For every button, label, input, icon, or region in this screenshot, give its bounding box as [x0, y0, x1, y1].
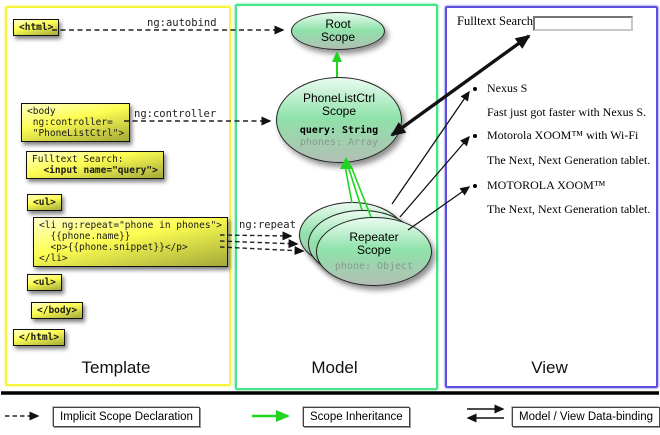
scope-title: Repeater	[349, 229, 399, 244]
scope-property-query: query: String	[299, 124, 379, 136]
bullet-icon	[473, 134, 477, 138]
code-li-repeat: <li ng:repeat="phone in phones"> {{phone…	[33, 217, 229, 267]
template-panel	[5, 6, 231, 386]
code-line: </body>	[37, 305, 78, 316]
scope-title: Scope	[320, 30, 356, 44]
bullet-icon	[473, 87, 477, 91]
code-line: <p>{{phone.snippet}}</p>	[39, 242, 188, 253]
annotation-ng-repeat: ng:repeat	[239, 219, 296, 231]
legend-model-view-data-binding: Model / View Data-binding	[512, 407, 660, 427]
code-fulltext-input: Fulltext Search: <input name="query">	[26, 151, 164, 179]
repeater-scope-ellipse-front: Repeater Scope phone: Object	[316, 217, 432, 286]
scope-title: PhoneListCtrl	[302, 90, 376, 105]
view-item-desc: The Next, Next Generation tablet.	[487, 153, 651, 167]
scope-title: Scope	[356, 242, 392, 257]
code-line: Fulltext Search:	[32, 154, 124, 165]
code-line: </li>	[39, 253, 68, 264]
annotation-ng-controller: ng:controller	[134, 108, 217, 120]
scope-title: Scope	[321, 103, 357, 118]
legend-scope-inheritance: Scope Inheritance	[303, 407, 410, 427]
legend-implicit-scope-declaration: Implicit Scope Declaration	[53, 407, 200, 427]
code-ul-first: <ul>	[27, 194, 62, 211]
code-html-close: </html>	[13, 329, 66, 346]
code-body-close: </body>	[31, 302, 84, 319]
code-body-open: <body ng:controller= "PhoneListCtrl">	[21, 103, 131, 142]
view-panel	[445, 6, 658, 388]
fulltext-search-input[interactable]	[533, 16, 633, 31]
code-ul-second: <ul>	[27, 274, 62, 291]
template-section-label: Template	[81, 358, 151, 377]
code-line: <li ng:repeat="phone in phones">	[39, 220, 223, 231]
code-line: ng:controller=	[27, 117, 113, 128]
view-item-title: Nexus S	[487, 81, 528, 95]
code-line: <ul>	[33, 277, 56, 288]
code-line: <html>	[19, 22, 54, 33]
root-scope-ellipse: Root Scope	[291, 12, 385, 50]
code-html-open: <html>	[13, 19, 60, 36]
code-line: <ul>	[33, 197, 56, 208]
scope-title: Root	[325, 17, 351, 31]
code-line: <body	[27, 106, 56, 117]
fulltext-search-label: Fulltext Search:	[457, 14, 537, 28]
view-item-desc: The Next, Next Generation tablet.	[487, 202, 651, 216]
view-item-desc: Fast just got faster with Nexus S.	[487, 105, 646, 119]
code-line: {{phone.name}}	[39, 231, 131, 242]
bullet-icon	[473, 184, 477, 188]
scope-property-phones: phones: Array	[299, 136, 379, 148]
scope-property-phone: phone: Object	[334, 260, 414, 272]
phonelistctrl-scope-ellipse: PhoneListCtrl Scope query: String phones…	[276, 77, 402, 163]
view-section-label: View	[531, 358, 568, 377]
code-line: "PhoneListCtrl">	[27, 128, 125, 139]
model-section-label: Model	[311, 358, 358, 377]
view-item-title: Motorola XOOM™ with Wi-Fi	[487, 128, 639, 142]
code-line: <input name="query">	[32, 165, 158, 176]
annotation-ng-autobind: ng:autobind	[147, 17, 217, 29]
model-panel	[235, 4, 438, 390]
code-line: </html>	[19, 332, 60, 343]
view-item-title: MOTOROLA XOOM™	[487, 178, 606, 192]
